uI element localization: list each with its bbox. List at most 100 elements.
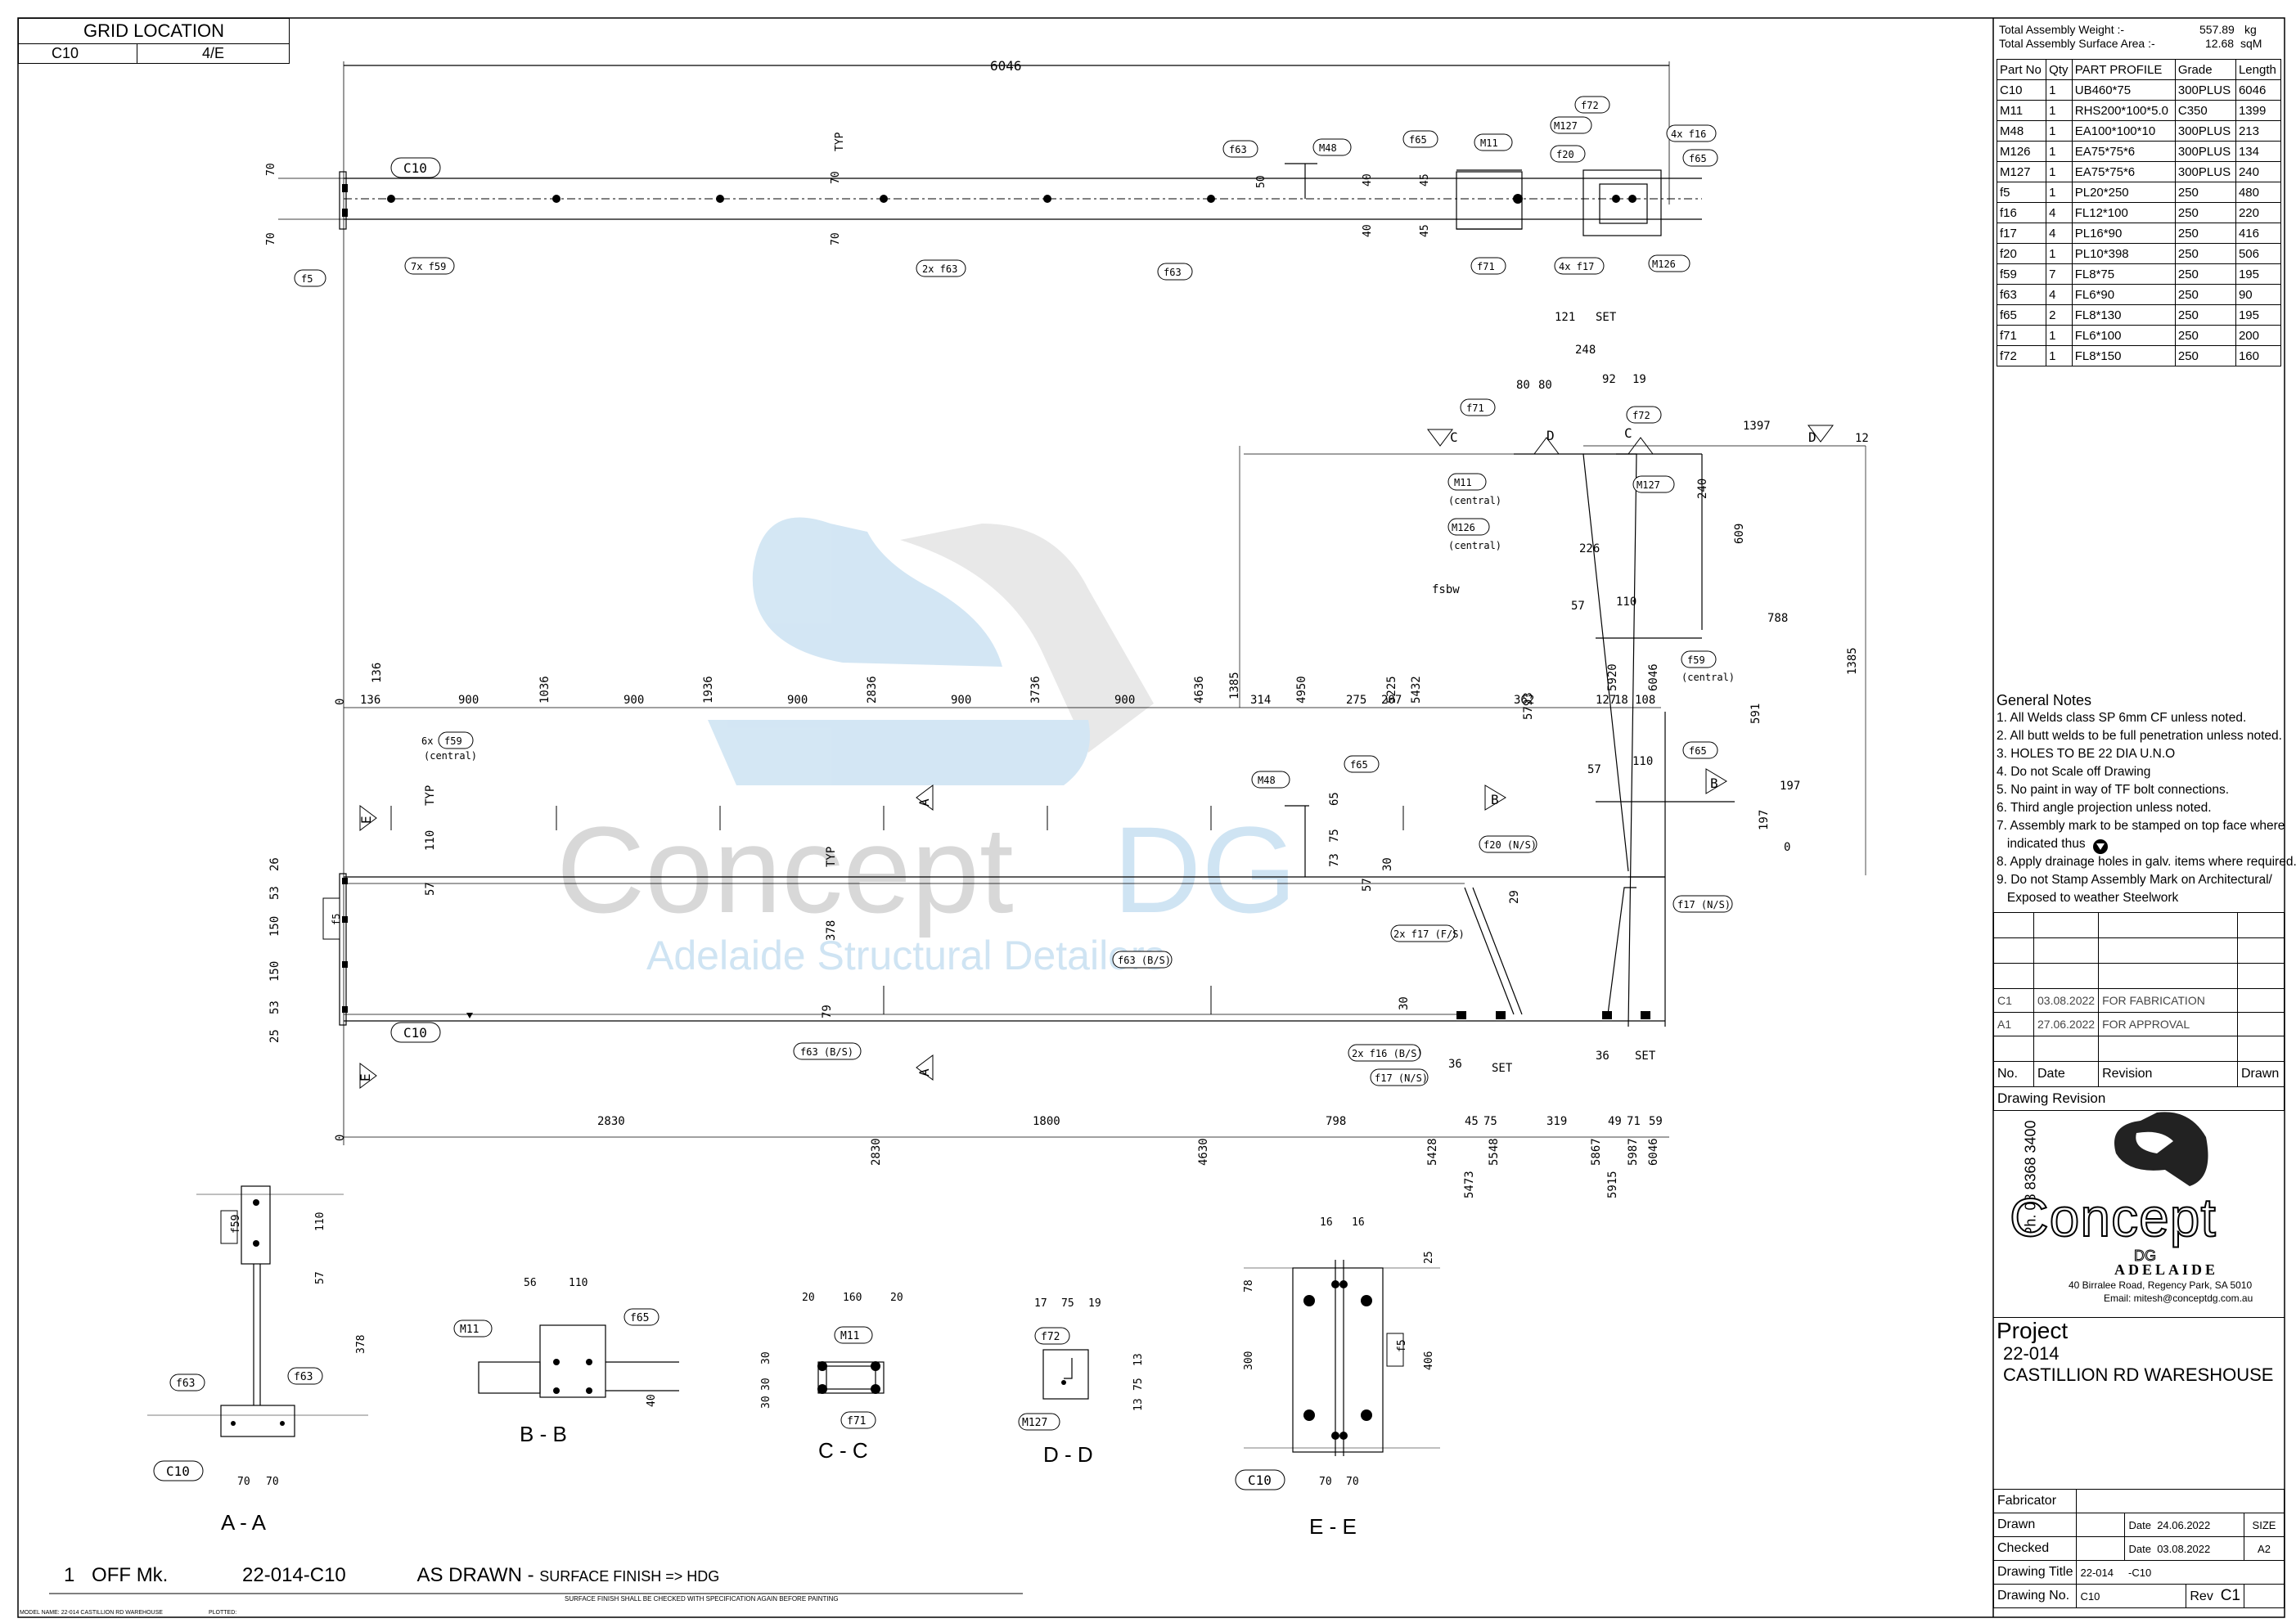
svg-text:f65: f65	[1409, 134, 1427, 146]
parts-header-cell: Part No	[1996, 59, 2047, 80]
weight-unit: kg	[2244, 23, 2257, 36]
grid-location-member: C10	[18, 43, 137, 64]
parts-cell: C10	[1996, 79, 2047, 101]
assembly-mark-line: 1 OFF Mk. 22-014-C10 AS DRAWN - SURFACE …	[64, 1564, 719, 1587]
parts-cell: 200	[2235, 325, 2282, 346]
svg-text:29: 29	[1508, 890, 1521, 904]
svg-text:SET: SET	[1635, 1050, 1656, 1063]
svg-text:f17 (N/S): f17 (N/S)	[1677, 899, 1731, 910]
rev-header-date: Date	[2033, 1061, 2100, 1087]
section-dd-title: D - D	[1043, 1442, 1093, 1467]
svg-text:900: 900	[951, 694, 971, 707]
parts-cell: f5	[1996, 182, 2047, 203]
parts-cell: 300PLUS	[2174, 161, 2236, 182]
drawing-number-label: Drawing No.	[1992, 1584, 2078, 1608]
svg-text:4x f17: 4x f17	[1559, 261, 1594, 272]
parts-cell: 90	[2235, 284, 2282, 305]
svg-text:110: 110	[314, 1212, 326, 1231]
parts-cell: 213	[2235, 120, 2282, 142]
grid-location-grid: 4/E	[137, 43, 290, 64]
parts-cell: 7	[2046, 263, 2073, 285]
svg-text:fsbw: fsbw	[1432, 583, 1460, 596]
svg-text:f72: f72	[1041, 1331, 1060, 1343]
svg-text:110: 110	[1616, 596, 1636, 609]
as-drawn-label: AS DRAWN -	[416, 1564, 534, 1586]
svg-text:SET: SET	[1596, 311, 1617, 324]
svg-text:900: 900	[787, 694, 808, 707]
svg-text:C10: C10	[403, 1025, 427, 1041]
parts-cell: f63	[1996, 284, 2047, 305]
svg-text:D: D	[1808, 429, 1817, 445]
revision-table: C1 03.08.2022 FOR FABRICATION A1 27.06.2…	[1993, 912, 2285, 1111]
svg-text:(central): (central)	[424, 750, 477, 762]
parts-cell: f59	[1996, 263, 2047, 285]
company-address: 40 Birralee Road, Regency Park, SA 5010	[2069, 1279, 2253, 1291]
area-value: 12.68	[2205, 37, 2235, 50]
elevation-lines	[339, 445, 1866, 1138]
svg-text:f65: f65	[1689, 153, 1707, 164]
svg-text:M127: M127	[1554, 120, 1578, 132]
svg-text:65: 65	[1328, 792, 1341, 806]
size-value: A2	[2244, 1536, 2285, 1561]
general-note-item: 6. Third angle projection unless noted.	[1997, 801, 2212, 815]
sheet-border	[17, 17, 2285, 1618]
svg-text:36: 36	[1448, 1058, 1462, 1071]
svg-text:150: 150	[268, 916, 281, 937]
parts-cell: 250	[2174, 284, 2236, 305]
parts-cell: 4	[2046, 202, 2073, 223]
parts-cell: 250	[2174, 223, 2236, 244]
project-name: CASTILLION RD WARESHOUSE	[2003, 1364, 2274, 1385]
drawing-title-b: -C10	[2128, 1566, 2152, 1579]
svg-text:406: 406	[1423, 1351, 1435, 1370]
svg-text:B: B	[1710, 776, 1718, 791]
parts-cell: f72	[1996, 345, 2047, 366]
parts-header-cell: Length	[2235, 59, 2282, 80]
elevation-hole-ticks	[390, 806, 1404, 1014]
svg-text:C: C	[1624, 425, 1632, 441]
parts-cell: C350	[2174, 100, 2236, 121]
svg-text:798: 798	[1326, 1115, 1346, 1128]
svg-text:71: 71	[1627, 1115, 1641, 1128]
svg-text:f71: f71	[1477, 261, 1495, 272]
general-note-item: 8. Apply drainage holes in galv. items w…	[1997, 855, 2296, 869]
parts-cell: PL16*90	[2071, 223, 2176, 244]
company-city: ADELAIDE	[2114, 1261, 2219, 1278]
svg-text:5548: 5548	[1488, 1138, 1501, 1166]
rev-row-1-desc: FOR FABRICATION	[2098, 988, 2238, 1013]
svg-text:591: 591	[1749, 704, 1763, 724]
svg-text:4x f16: 4x f16	[1671, 128, 1706, 140]
top-overall-dim: 6046	[990, 58, 1022, 74]
svg-text:E: E	[358, 1073, 373, 1081]
area-label: Total Assembly Surface Area :-	[1999, 37, 2155, 50]
mark-qty: 1	[64, 1564, 75, 1586]
svg-text:A: A	[916, 1068, 932, 1077]
svg-text:f63: f63	[176, 1378, 195, 1390]
svg-text:2830: 2830	[870, 1138, 883, 1166]
svg-text:f65: f65	[1689, 745, 1707, 757]
svg-text:12: 12	[1855, 432, 1869, 445]
rev-row-2-no: A1	[1993, 1012, 2034, 1036]
parts-cell: M48	[1996, 120, 2047, 142]
top-view-lines	[278, 61, 1702, 1145]
svg-text:136: 136	[360, 694, 380, 707]
svg-text:2x f16 (B/S): 2x f16 (B/S)	[1352, 1048, 1423, 1059]
svg-text:C10: C10	[166, 1463, 190, 1479]
svg-text:13: 13	[1132, 1398, 1145, 1411]
section-cc-title: C - C	[818, 1438, 868, 1463]
svg-text:75: 75	[1483, 1115, 1497, 1128]
top-view-dims: 70 70 TYP 70 70 50 40 40 45 45	[265, 132, 1431, 245]
assembly-totals: Total Assembly Weight :- 557.89 kg Total…	[1999, 23, 2281, 51]
checked-date-label: Date	[2128, 1542, 2151, 1555]
general-note-item: indicated thus	[1997, 837, 2086, 851]
svg-text:226: 226	[1579, 542, 1600, 555]
parts-cell: 416	[2235, 223, 2282, 244]
rev-value: C1	[2220, 1587, 2240, 1604]
general-note-item: 7. Assembly mark to be stamped on top fa…	[1997, 819, 2285, 833]
svg-text:(central): (central)	[1681, 672, 1735, 683]
svg-text:f20 (N/S): f20 (N/S)	[1483, 839, 1537, 851]
